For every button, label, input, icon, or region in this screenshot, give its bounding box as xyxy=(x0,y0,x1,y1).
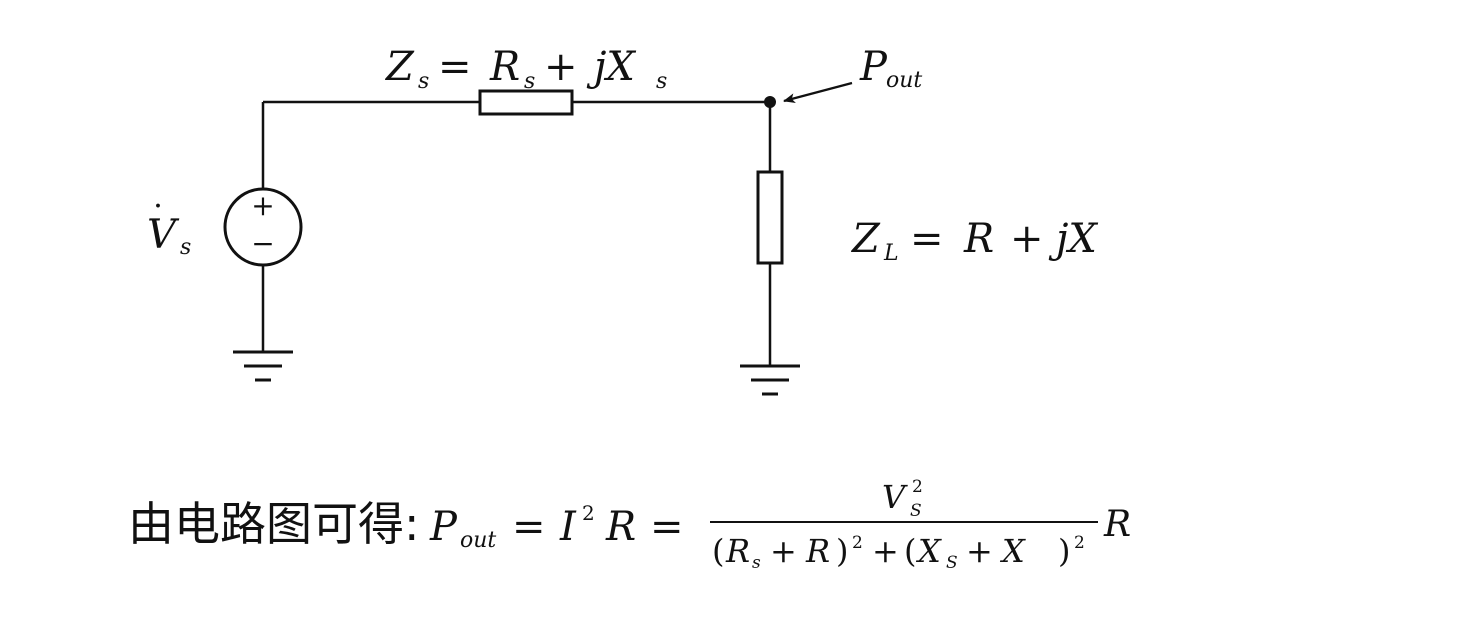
denominator-rs-subscript: s xyxy=(752,553,761,573)
denominator-x-symbol: X xyxy=(999,532,1026,570)
numerator-v-symbol: V xyxy=(882,478,908,516)
pout-symbol: P xyxy=(859,44,888,90)
numerator-subscript: S xyxy=(910,501,922,521)
denominator-rs-symbol: R xyxy=(725,532,750,570)
jx-symbol: jX xyxy=(1048,216,1098,262)
denominator-open-paren-1: ( xyxy=(712,532,724,570)
jxs-symbol: jX xyxy=(586,44,636,90)
denominator-close-paren-2: ) xyxy=(1058,532,1070,570)
source-impedance-resistor xyxy=(478,89,574,116)
formula-equals-2: = xyxy=(650,504,684,550)
source-plus-sign: + xyxy=(251,189,274,222)
zs-equals: = xyxy=(438,44,472,90)
output-node-dot xyxy=(764,96,776,108)
formula-p-symbol: P xyxy=(429,504,458,550)
denominator-xs-symbol: X xyxy=(915,532,942,570)
denominator-plus-3: + xyxy=(966,532,993,570)
formula-prefix: 由电路图可得: xyxy=(128,497,420,551)
formula-i-symbol: I xyxy=(559,504,577,550)
ground-symbol-left xyxy=(233,350,293,382)
zl-symbol: Z xyxy=(850,216,881,262)
formula-i-superscript: 2 xyxy=(582,501,595,525)
formula-r-symbol: R xyxy=(605,504,636,550)
source-voltage-symbol: V xyxy=(147,212,180,258)
wires xyxy=(261,100,772,365)
zs-subscript: s xyxy=(418,69,429,94)
denominator-plus-2: + xyxy=(872,532,899,570)
rs-subscript: s xyxy=(524,69,535,94)
load-impedance-resistor xyxy=(756,170,784,265)
denominator-plus-1: + xyxy=(770,532,797,570)
r-symbol: R xyxy=(963,216,994,262)
ground-symbol-right xyxy=(740,364,800,396)
denominator-square-2: 2 xyxy=(1074,533,1085,553)
voltage-source-circle xyxy=(223,187,303,267)
output-node-arrow xyxy=(783,81,853,104)
zs-plus: + xyxy=(544,44,578,90)
load-impedance-label: Z L = R + jX xyxy=(850,216,1098,266)
zl-plus: + xyxy=(1010,216,1044,262)
source-impedance-label: Z s = R s + jX s xyxy=(384,44,667,94)
numerator-superscript: 2 xyxy=(912,477,923,497)
zs-symbol: Z xyxy=(384,44,415,90)
output-power-label: P out xyxy=(859,44,922,93)
denominator-close-paren-1: ) xyxy=(836,532,848,570)
zl-subscript: L xyxy=(883,241,899,266)
denominator-open-paren-2: ( xyxy=(904,532,916,570)
voltage-source: + − xyxy=(223,187,303,267)
source-minus-sign: − xyxy=(251,227,274,260)
source-voltage-subscript: s xyxy=(180,235,191,260)
source-voltage-dot: · xyxy=(153,189,163,224)
zl-equals: = xyxy=(910,216,944,262)
formula-p-subscript: out xyxy=(460,528,496,553)
output-power-formula: 由电路图可得: P out = I 2 R = V 2 S ( R s + R … xyxy=(128,477,1131,573)
rs-symbol: R xyxy=(489,44,520,90)
formula-equals-1: = xyxy=(512,504,546,550)
denominator-xs-subscript: S xyxy=(946,553,958,573)
pout-subscript: out xyxy=(886,68,922,93)
denominator-r-symbol: R xyxy=(805,532,830,570)
source-voltage-label: · V s xyxy=(147,189,191,260)
denominator-square-1: 2 xyxy=(852,533,863,553)
xs-subscript: s xyxy=(656,69,667,94)
formula-tail-r-symbol: R xyxy=(1103,504,1131,545)
